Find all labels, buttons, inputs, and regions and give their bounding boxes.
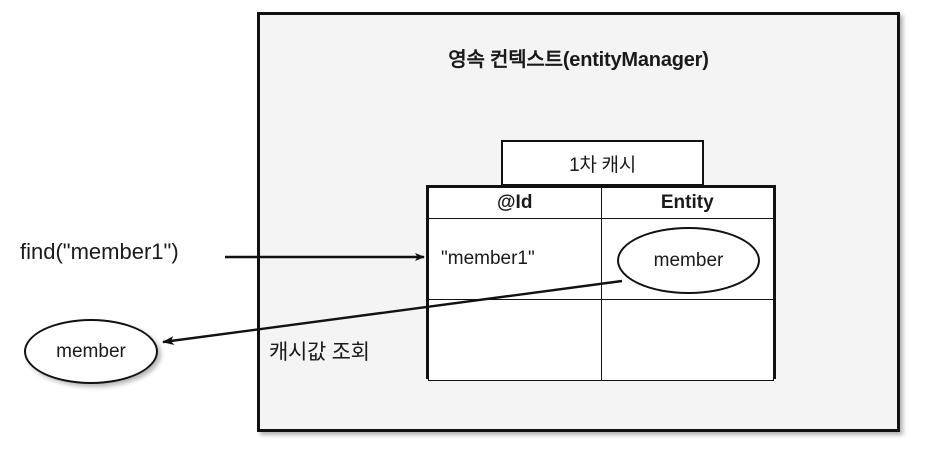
cache-lookup-label: 캐시값 조회 (269, 341, 370, 364)
first-level-cache-tab: 1차 캐시 (501, 140, 704, 186)
cached-entity-ellipse: member (617, 227, 760, 294)
cell-id-member1: "member1" (428, 218, 602, 300)
cell-entity-empty (600, 299, 774, 381)
table-header-entity: Entity (600, 187, 774, 219)
returned-entity-label: member (56, 340, 126, 362)
returned-entity-ellipse: member (24, 319, 158, 384)
first-level-cache-tab-label: 1차 캐시 (569, 154, 636, 176)
find-call-label: find("member1") (20, 239, 179, 264)
table-header-row: @Id Entity (428, 187, 774, 219)
table-header-id: @Id (428, 187, 602, 219)
first-level-cache-table: @Id Entity "member1" (426, 185, 776, 381)
cached-entity-label: member (653, 249, 724, 271)
persistence-context-title: 영속 컨텍스트(entityManager) (448, 49, 709, 71)
cell-id-empty (428, 299, 602, 381)
table-row (428, 299, 774, 381)
